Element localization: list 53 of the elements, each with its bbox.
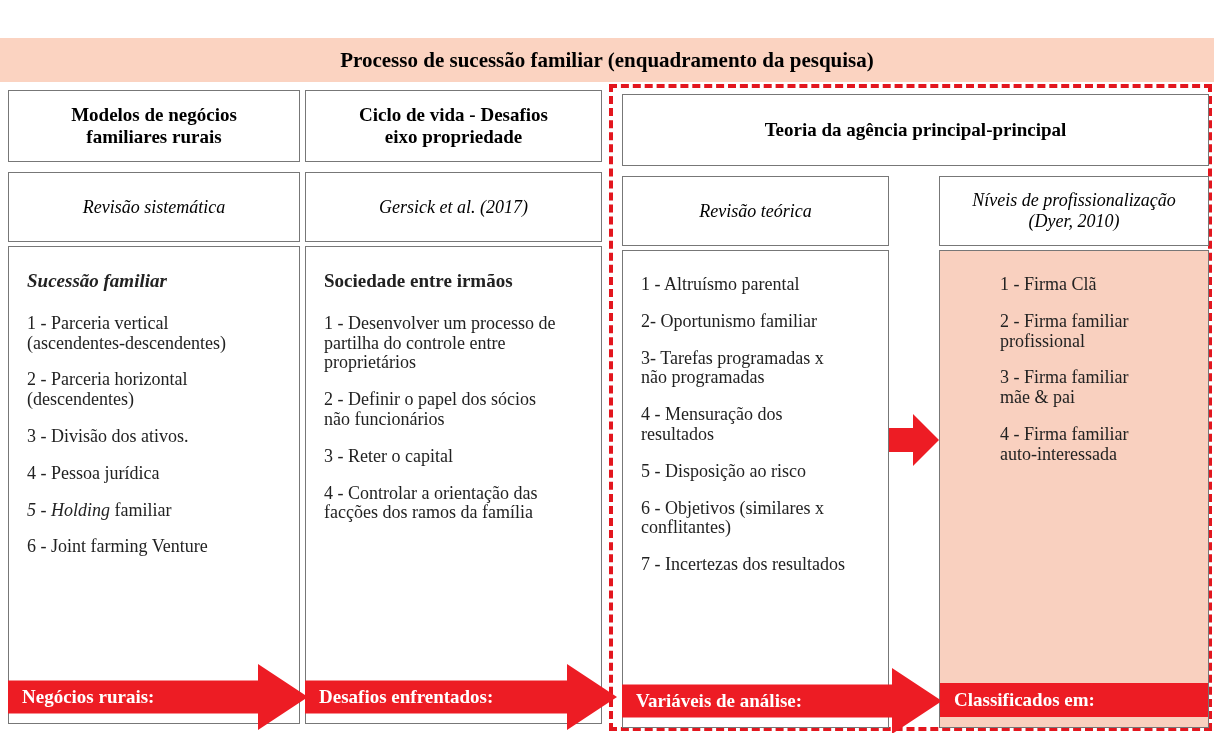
list-item: 7 - Incertezas dos resultados [641, 555, 846, 575]
list-item: 2 - Firma familiar profissional [1000, 311, 1130, 352]
list-item: 4 - Pessoa jurídica [27, 463, 161, 484]
banner-label: Classificados em: [954, 689, 1095, 711]
arrow-banner [8, 664, 308, 730]
header-box [622, 94, 1209, 166]
list-item: 6 - Objetivos (similares x conflitantes) [641, 498, 825, 539]
list-item: 2 - Definir o papel dos sócios não funcionários [324, 390, 537, 430]
title-band [0, 38, 1214, 82]
content-box [622, 250, 889, 728]
list-item: 3 - Divisão dos ativos. [27, 427, 190, 447]
list-item: 1 - Altruísmo parental [641, 275, 801, 295]
list-item: 4 - Controlar a orientação das facções dos ramos da família [324, 483, 539, 524]
arrow [889, 414, 939, 466]
list-item: 1 - Firma Clã [1000, 275, 1098, 295]
source-box [622, 176, 889, 246]
content-box [305, 246, 602, 724]
banner-label: Desafios enfrentados: [319, 686, 494, 708]
section-heading: Sucessão familiar [27, 271, 168, 292]
content-box [8, 246, 300, 724]
header-text: Ciclo de vida - Desafios eixo propriedade [358, 104, 549, 148]
list-item: 3- Tarefas programadas x não programadas [641, 348, 825, 389]
source-box [305, 172, 602, 242]
list-item: 2 - Parceria horizontal (descendentes) [27, 370, 189, 411]
dashed-frame [609, 84, 1212, 731]
list-item: 4 - Mensuração dos resultados [641, 405, 784, 445]
list-item: 3 - Reter o capital [324, 446, 454, 467]
arrow-banner [622, 668, 942, 733]
header-text: Modelos de negócios familiares rurais [70, 104, 238, 148]
banner-label: Variáveis de análise: [636, 690, 803, 712]
section-heading: Sociedade entre irmãos [324, 271, 514, 292]
list-item: 2- Oportunismo familiar [641, 311, 818, 332]
banner-label: Negócios rurais: [22, 686, 155, 708]
list-item: 1 - Desenvolver um processo de partilha do controle entre proprietários [324, 313, 557, 374]
list-item: 5 - Holding familiar [27, 500, 173, 521]
source-text: Gersick et al. (2017) [379, 196, 528, 218]
source-text: Níveis de profissionalização (Dyer, 2010) [971, 190, 1177, 232]
list-item: 5 - Disposição ao risco [641, 461, 807, 482]
list-item: 1 - Parceria vertical (ascendentes-descendentes) [27, 313, 227, 354]
header-box [305, 90, 602, 162]
list-item: 6 - Joint farming Venture [27, 537, 209, 558]
arrow-banner [305, 664, 617, 730]
content-box [939, 250, 1209, 728]
source-box [8, 172, 300, 242]
label-bar [940, 683, 1208, 717]
source-box [939, 176, 1209, 246]
header-text: Teoria da agência principal-principal [764, 119, 1067, 141]
list-item: 3 - Firma familiar mãe & pai [1000, 368, 1130, 408]
list-item: 4 - Firma familiar auto-interessada [1000, 425, 1130, 465]
source-text: Revisão teórica [699, 200, 812, 222]
source-text: Revisão sistemática [82, 196, 226, 218]
title-text: Processo de sucessão familiar (enquadramento da pesquisa) [340, 47, 874, 73]
header-box [8, 90, 300, 162]
